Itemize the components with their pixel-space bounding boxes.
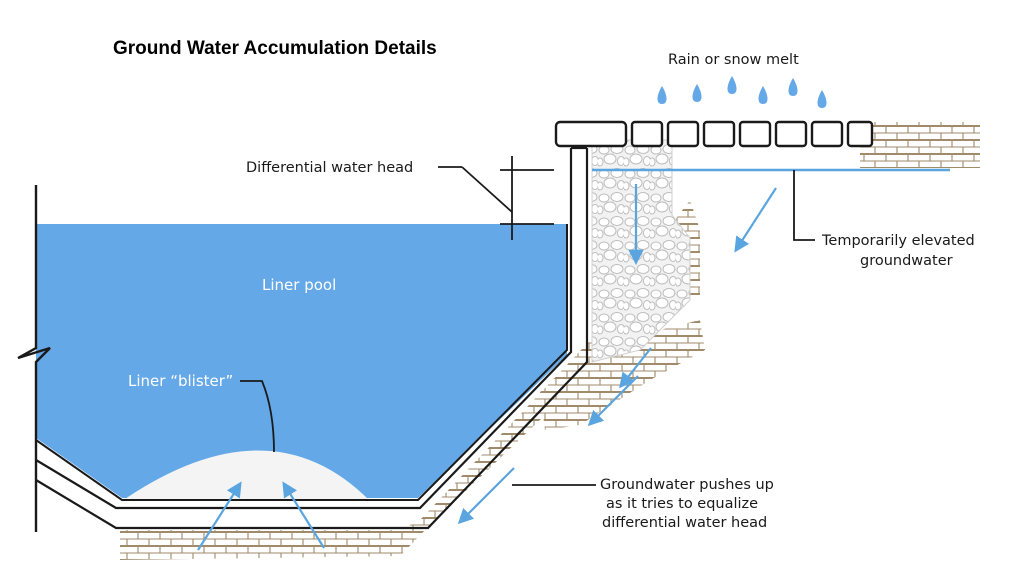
liner-pool-label: Liner pool: [262, 276, 336, 294]
groundwater-pushes-label-line1: Groundwater pushes up: [600, 477, 774, 493]
liner-blister: [122, 450, 370, 501]
elevated-groundwater-label-line2: groundwater: [860, 253, 953, 269]
raindrops: [657, 76, 827, 108]
pool-wall-outer: [35, 148, 589, 530]
elevated-groundwater-leader: [793, 170, 815, 241]
flow-arrows: [197, 184, 777, 551]
soil-stone-right: [860, 122, 980, 168]
diagram-title: Ground Water Accumulation Details: [113, 38, 437, 59]
groundwater-pushes-label-line3: differential water head: [602, 515, 767, 531]
pool-wall-inner: [35, 148, 573, 510]
groundwater-pushes-label-line2: as it tries to equalize: [606, 496, 758, 512]
pool-liner-inner: [35, 224, 568, 501]
rain-label: Rain or snow melt: [668, 52, 799, 68]
pool-left-wall: [17, 185, 51, 532]
differential-head-label: Differential water head: [246, 160, 413, 176]
liner-pool-water: [36, 224, 567, 498]
differential-head-marker: [438, 156, 554, 240]
elevated-groundwater-label-line1: Temporarily elevated: [821, 233, 975, 249]
coping-stones: [554, 120, 874, 148]
liner-blister-leader: [240, 380, 275, 453]
liner-blister-label: Liner “blister”: [128, 372, 233, 390]
